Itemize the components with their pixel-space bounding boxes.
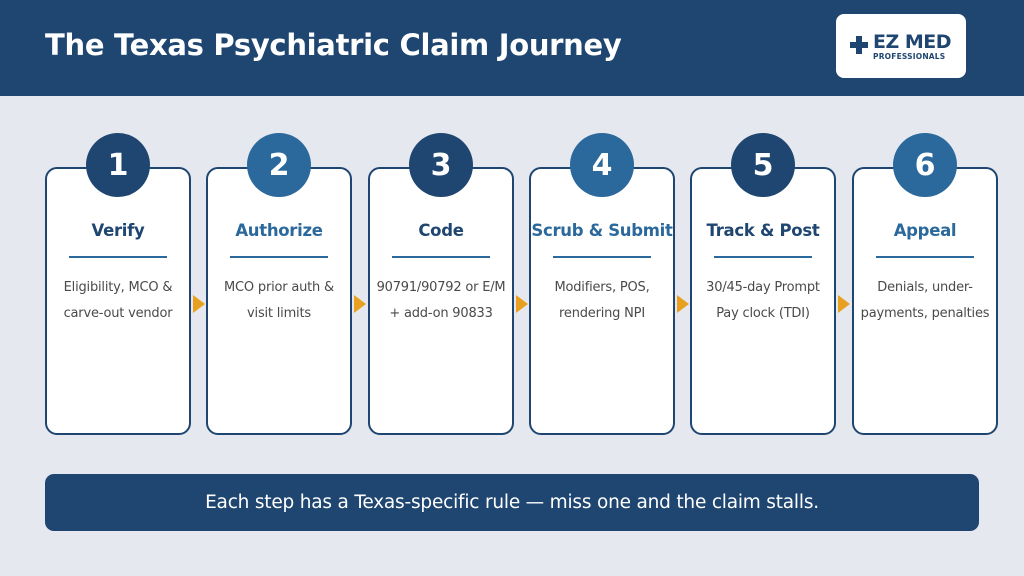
step-description: Eligibility, MCO & carve-out vendor [63,280,173,321]
step-title: Track & Post [706,221,820,240]
footer-banner: Each step has a Texas-specific rule — mi… [45,474,979,531]
step-divider [876,256,974,258]
company-logo: EZ MED PROFESSIONALS [836,14,966,78]
step-card-appeal: Appeal Denials, under- payments, penalti… [852,167,998,435]
arrow-right-icon [516,295,528,313]
step-divider [392,256,490,258]
arrow-right-icon [354,295,366,313]
step-title: Scrub & Submit [531,221,673,240]
step-title: Appeal [893,221,957,240]
step-card-track-post: Track & Post 30/45-day Prompt Pay clock … [690,167,836,435]
step-number-badge: 1 [86,133,150,197]
step-description: 30/45-day Prompt Pay clock (TDI) [706,280,820,321]
step-description: Denials, under- payments, penalties [860,280,990,321]
step-card-scrub-submit: Scrub & Submit Modifiers, POS, rendering… [529,167,675,435]
logo-subtitle: PROFESSIONALS [873,52,946,61]
step-divider [553,256,651,258]
step-divider [230,256,328,258]
step-title: Code [418,221,464,240]
medical-cross-icon [849,35,869,55]
header-bar: The Texas Psychiatric Claim Journey EZ M… [0,0,1024,96]
step-number-badge: 6 [893,133,957,197]
step-description: Modifiers, POS, rendering NPI [554,280,650,321]
logo-brand: EZ MED [873,31,952,53]
step-description: 90791/90792 or E/M + add-on 90833 [376,280,506,321]
step-card-authorize: Authorize MCO prior auth & visit limits [206,167,352,435]
arrow-right-icon [838,295,850,313]
step-divider [69,256,167,258]
step-description: MCO prior auth & visit limits [224,280,334,321]
step-card-code: Code 90791/90792 or E/M + add-on 90833 [368,167,514,435]
step-card-verify: Verify Eligibility, MCO & carve-out vend… [45,167,191,435]
step-number-badge: 3 [409,133,473,197]
page-title: The Texas Psychiatric Claim Journey [45,28,622,62]
arrow-right-icon [677,295,689,313]
step-divider [714,256,812,258]
step-number-badge: 2 [247,133,311,197]
step-title: Authorize [235,221,323,240]
arrow-right-icon [193,295,205,313]
step-title: Verify [91,221,145,240]
step-number-badge: 4 [570,133,634,197]
step-number-badge: 5 [731,133,795,197]
